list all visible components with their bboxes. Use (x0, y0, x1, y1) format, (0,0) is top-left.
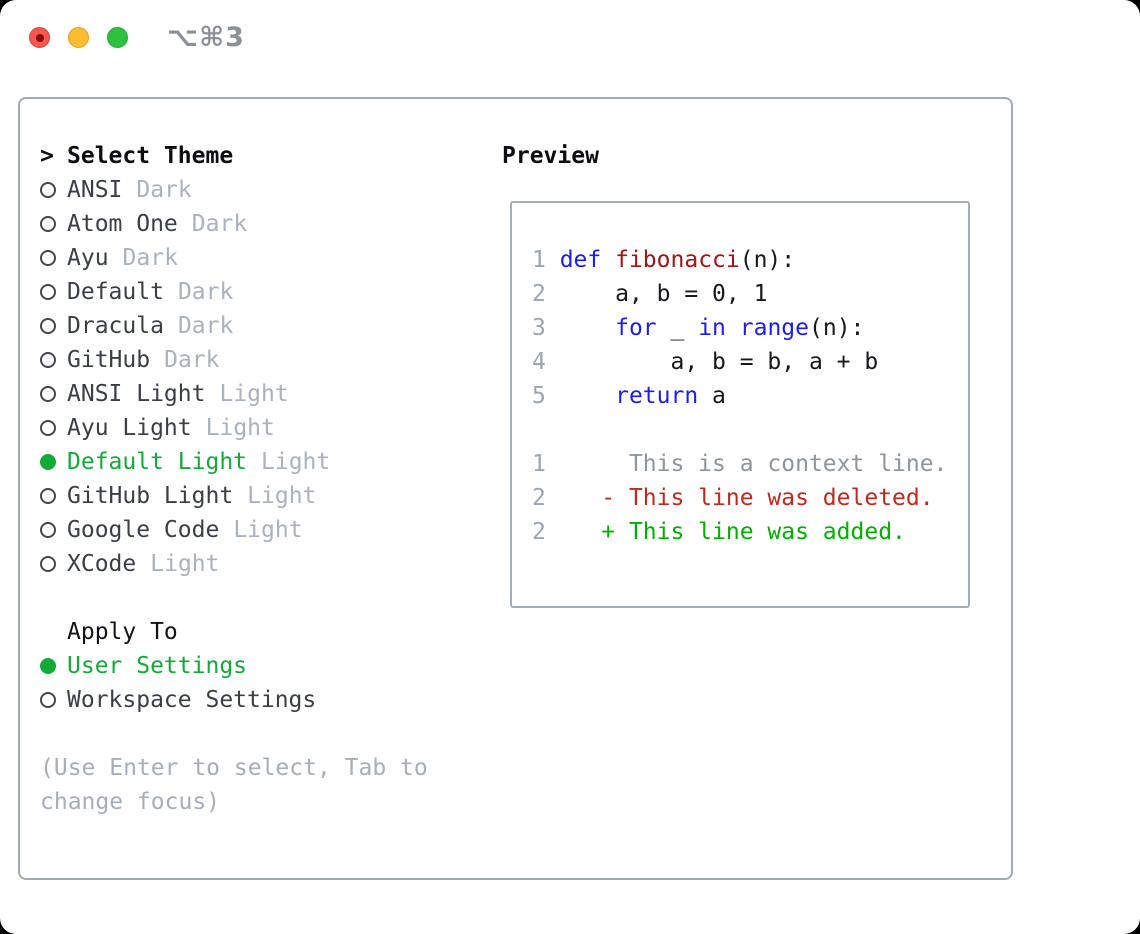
apply-option-workspace-settings[interactable]: Workspace Settings (40, 683, 502, 717)
minimize-button[interactable] (68, 27, 89, 48)
radio-marker (40, 284, 67, 300)
radio-marker (40, 250, 67, 266)
radio-marker (40, 658, 67, 674)
unsaved-changes-dot (35, 33, 44, 42)
radio-icon (40, 658, 56, 674)
zoom-button[interactable] (107, 27, 128, 48)
close-button[interactable] (29, 27, 50, 48)
radio-marker (40, 216, 67, 232)
radio-marker (40, 692, 67, 708)
code-line: 2 + This line was added. (532, 519, 906, 545)
radio-marker (40, 488, 67, 504)
code-line: 1 This is a context line. (532, 451, 948, 477)
radio-icon (40, 386, 56, 402)
code-line (532, 413, 968, 447)
radio-icon (40, 182, 56, 198)
preview-title: Preview (502, 143, 599, 169)
code-preview: 1 def fibonacci(n): 2 a, b = 0, 1 3 for _ … (532, 243, 968, 549)
radio-icon (40, 318, 56, 334)
code-line: 3 for _ in range(n): (532, 315, 865, 341)
radio-icon (40, 522, 56, 538)
code-line: 2 - This line was deleted. (532, 485, 934, 511)
radio-icon (40, 216, 56, 232)
option-label: Workspace Settings (67, 687, 317, 713)
code-line: 2 a, b = 0, 1 (532, 281, 768, 307)
radio-marker (40, 556, 67, 572)
code-line: 1 def fibonacci(n): (532, 247, 796, 273)
window-shortcut-label: ⌥⌘3 (167, 22, 245, 53)
radio-icon (40, 556, 56, 572)
apply-to-title: Apply To (67, 619, 178, 645)
preview-column: Preview 1 def fibonacci(n): 2 a, b = 0, 1… (502, 139, 991, 838)
code-line: 4 a, b = b, a + b (532, 349, 879, 375)
apply-to-list: User Settings Workspace Settings (40, 649, 502, 717)
radio-icon (40, 250, 56, 266)
code-line: 5 return a (532, 383, 726, 409)
prompt-caret-icon: > (40, 143, 54, 169)
radio-marker (40, 454, 67, 470)
radio-marker (40, 420, 67, 436)
usage-hint: (Use Enter to select, Tab to change focu… (40, 755, 428, 815)
radio-marker (40, 522, 67, 538)
option-label: User Settings (67, 653, 248, 679)
select-theme-header: > Select Theme (40, 139, 502, 173)
preview-header: Preview (502, 139, 991, 173)
radio-icon (40, 420, 56, 436)
radio-icon (40, 284, 56, 300)
radio-marker (40, 182, 67, 198)
apply-option-user-settings[interactable]: User Settings (40, 649, 502, 683)
apply-to-header: Apply To (40, 615, 502, 649)
radio-marker (40, 386, 67, 402)
preview-box: 1 def fibonacci(n): 2 a, b = 0, 1 3 for _ … (510, 201, 970, 608)
spacer (40, 581, 502, 615)
radio-icon (40, 488, 56, 504)
select-theme-title: Select Theme (67, 143, 234, 169)
radio-icon (40, 692, 56, 708)
radio-marker (40, 352, 67, 368)
radio-icon (40, 454, 56, 470)
radio-marker (40, 318, 67, 334)
traffic-lights (29, 27, 146, 48)
radio-icon (40, 352, 56, 368)
